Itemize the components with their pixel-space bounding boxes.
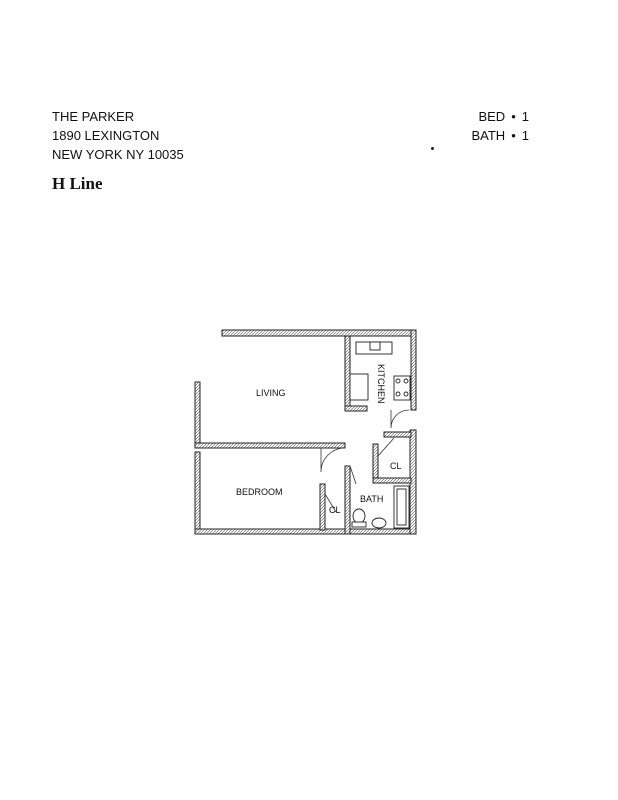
bed-value: 1 <box>521 109 529 124</box>
burner-4 <box>403 391 409 397</box>
wall-top <box>221 329 417 337</box>
bath-label: BATH <box>471 128 506 143</box>
wall-kitchen-left <box>344 335 351 411</box>
wall-bottom <box>194 528 415 535</box>
room-label-closet-1: CL <box>390 461 402 471</box>
city-state-zip: NEW YORK NY 10035 <box>52 147 184 162</box>
room-label-bath: BATH <box>360 494 383 504</box>
toilet-tank <box>351 521 367 528</box>
burner-1 <box>395 378 401 384</box>
door-bath <box>349 465 357 485</box>
bath-count-row: BATH • 1 <box>471 126 529 145</box>
door-bedroom-closet <box>324 493 337 513</box>
floor-plan: LIVING KITCHEN BEDROOM BATH CL CL <box>186 326 422 542</box>
toilet <box>352 508 366 524</box>
burner-2 <box>403 378 409 384</box>
wall-living-bedroom <box>194 442 346 449</box>
wall-kitchen-bottom <box>344 405 368 412</box>
room-label-bedroom: BEDROOM <box>236 487 283 497</box>
door-bedroom <box>320 447 346 473</box>
bed-label: BED <box>478 109 506 124</box>
room-label-kitchen: KITCHEN <box>376 364 386 404</box>
kitchen-sink <box>369 341 381 351</box>
wall-closet-bottom <box>372 477 412 484</box>
room-label-living: LIVING <box>256 388 286 398</box>
building-name: THE PARKER <box>52 109 135 124</box>
unit-line-title: H Line <box>52 174 103 193</box>
wall-left-bedroom <box>194 451 201 533</box>
unit-counts: BED • 1 BATH • 1 <box>471 107 529 145</box>
wall-closet-top <box>383 431 412 438</box>
burner-3 <box>395 391 401 397</box>
room-label-closet-2: CL <box>329 505 341 515</box>
wall-closet-left <box>372 443 379 483</box>
bath-value: 1 <box>521 128 529 143</box>
bath-separator: • <box>511 128 516 143</box>
bed-separator: • <box>511 109 516 124</box>
door-closet <box>377 437 395 457</box>
stray-dot <box>431 147 434 150</box>
street-address: 1890 LEXINGTON <box>52 128 160 143</box>
bathtub-inner <box>396 488 407 526</box>
address-block: THE PARKER 1890 LEXINGTON NEW YORK NY 10… <box>52 107 184 164</box>
bath-sink <box>371 517 387 529</box>
door-kitchen <box>390 409 410 429</box>
wall-bedroom-closet <box>319 483 326 531</box>
bed-count-row: BED • 1 <box>471 107 529 126</box>
wall-left-living <box>194 381 201 447</box>
fridge <box>349 373 369 401</box>
wall-right-upper <box>410 329 417 411</box>
floor-plan-drawing: LIVING KITCHEN BEDROOM BATH CL CL <box>194 329 417 535</box>
wall-bath-left <box>344 465 351 535</box>
